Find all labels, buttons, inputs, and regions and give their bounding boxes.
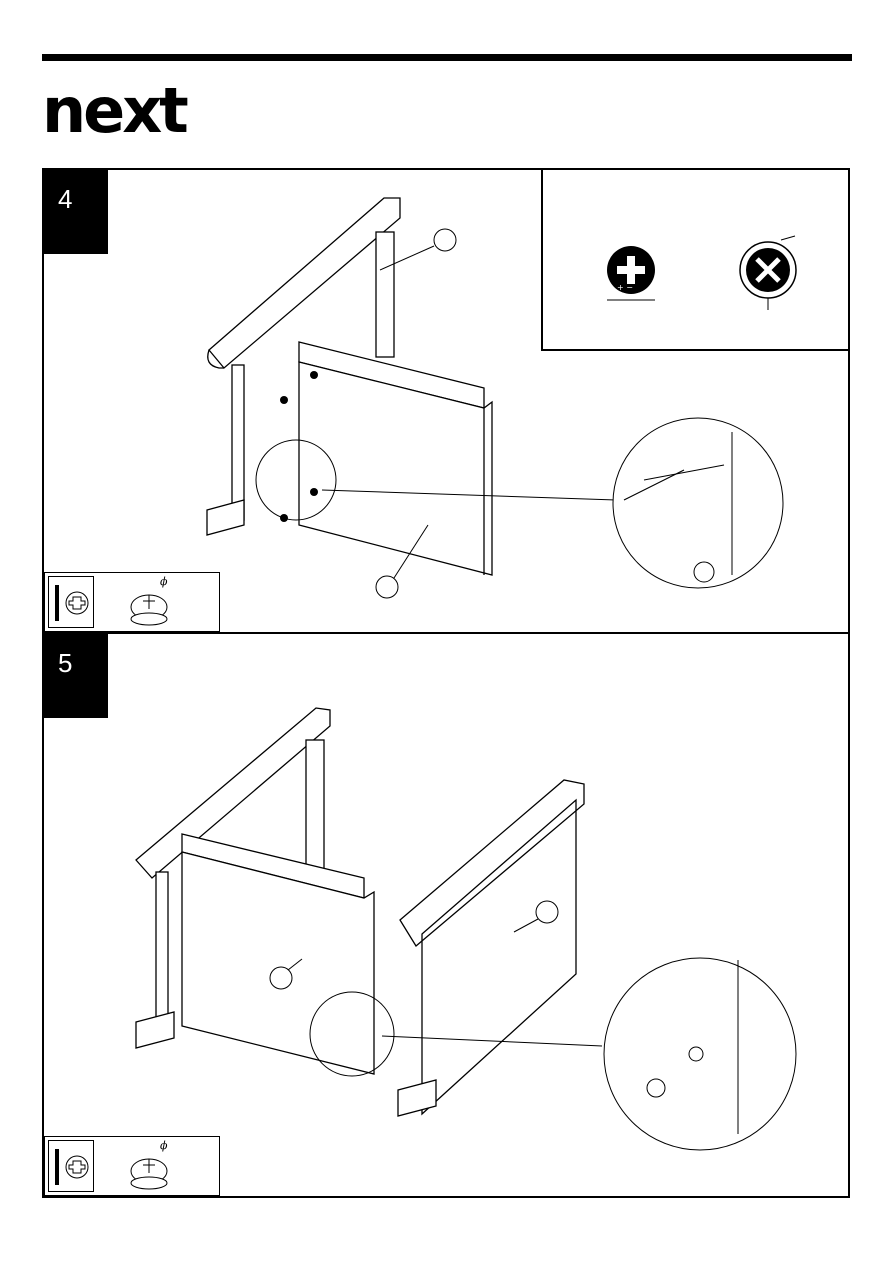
panel-board bbox=[182, 834, 374, 1074]
step-4-drawing bbox=[44, 170, 852, 636]
header-rule bbox=[42, 54, 852, 61]
step-5-drawing bbox=[44, 634, 852, 1200]
step-4-panel: 4 + − bbox=[42, 168, 850, 634]
step-5-panel: 5 bbox=[42, 632, 850, 1198]
cam-lock-icon bbox=[45, 1137, 221, 1197]
tools-required: ϕ bbox=[44, 1136, 220, 1196]
detail-callout bbox=[310, 958, 796, 1150]
right-frame bbox=[398, 780, 584, 1116]
cam-lock-icon bbox=[45, 573, 221, 633]
tools-required: ϕ bbox=[44, 572, 220, 632]
panel-board bbox=[299, 342, 492, 575]
brand-logo: next bbox=[42, 80, 186, 142]
